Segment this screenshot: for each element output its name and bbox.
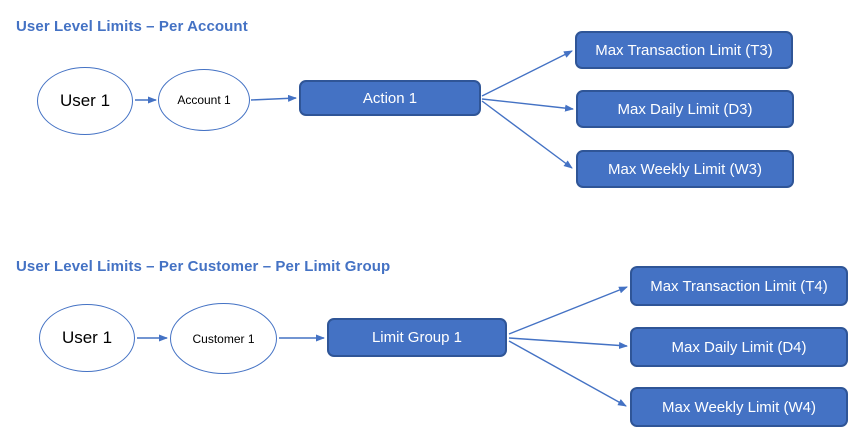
node-max-weekly-limit-w4: Max Weekly Limit (W4): [630, 387, 848, 427]
node-user-1-account-section: User 1: [37, 67, 133, 135]
node-label: Max Weekly Limit (W3): [608, 160, 762, 178]
node-label: User 1: [59, 91, 111, 110]
node-user-1-customer-section: User 1: [39, 304, 135, 372]
connector-arrow-limitgroup1-t4: [508, 286, 628, 335]
node-label: Max Transaction Limit (T4): [650, 277, 828, 295]
section-title-per-customer-per-limit-group: User Level Limits – Per Customer – Per L…: [16, 258, 391, 275]
node-max-daily-limit-d3: Max Daily Limit (D3): [576, 90, 794, 128]
section-title-per-account: User Level Limits – Per Account: [16, 18, 248, 35]
connector-arrow-action1-t3: [481, 50, 573, 97]
connector-arrow-limitgroup1-d4: [508, 337, 628, 349]
node-label: Max Daily Limit (D4): [671, 338, 807, 356]
node-label: User 1: [61, 328, 113, 347]
node-label: Max Daily Limit (D3): [617, 100, 753, 118]
node-label: Action 1: [362, 89, 418, 107]
node-label: Max Weekly Limit (W4): [662, 398, 816, 416]
node-max-transaction-limit-t4: Max Transaction Limit (T4): [630, 266, 848, 306]
node-max-weekly-limit-w3: Max Weekly Limit (W3): [576, 150, 794, 188]
node-label: Limit Group 1: [371, 329, 463, 346]
node-max-daily-limit-d4: Max Daily Limit (D4): [630, 327, 848, 367]
connector-arrow-action1-w3: [481, 100, 573, 169]
node-customer-1: Customer 1: [170, 303, 277, 374]
connector-arrow-action1-d3: [481, 98, 574, 112]
node-limit-group-1: Limit Group 1: [327, 318, 507, 357]
node-max-transaction-limit-t3: Max Transaction Limit (T3): [575, 31, 793, 69]
node-label: Max Transaction Limit (T3): [595, 41, 773, 59]
node-account-1: Account 1: [158, 69, 250, 131]
node-label: Account 1: [177, 93, 231, 107]
node-action-1: Action 1: [299, 80, 481, 116]
connector-arrow-limitgroup1-w4: [508, 340, 627, 407]
connector-arrow-account1-action1: [250, 94, 297, 102]
node-label: Customer 1: [192, 331, 255, 346]
